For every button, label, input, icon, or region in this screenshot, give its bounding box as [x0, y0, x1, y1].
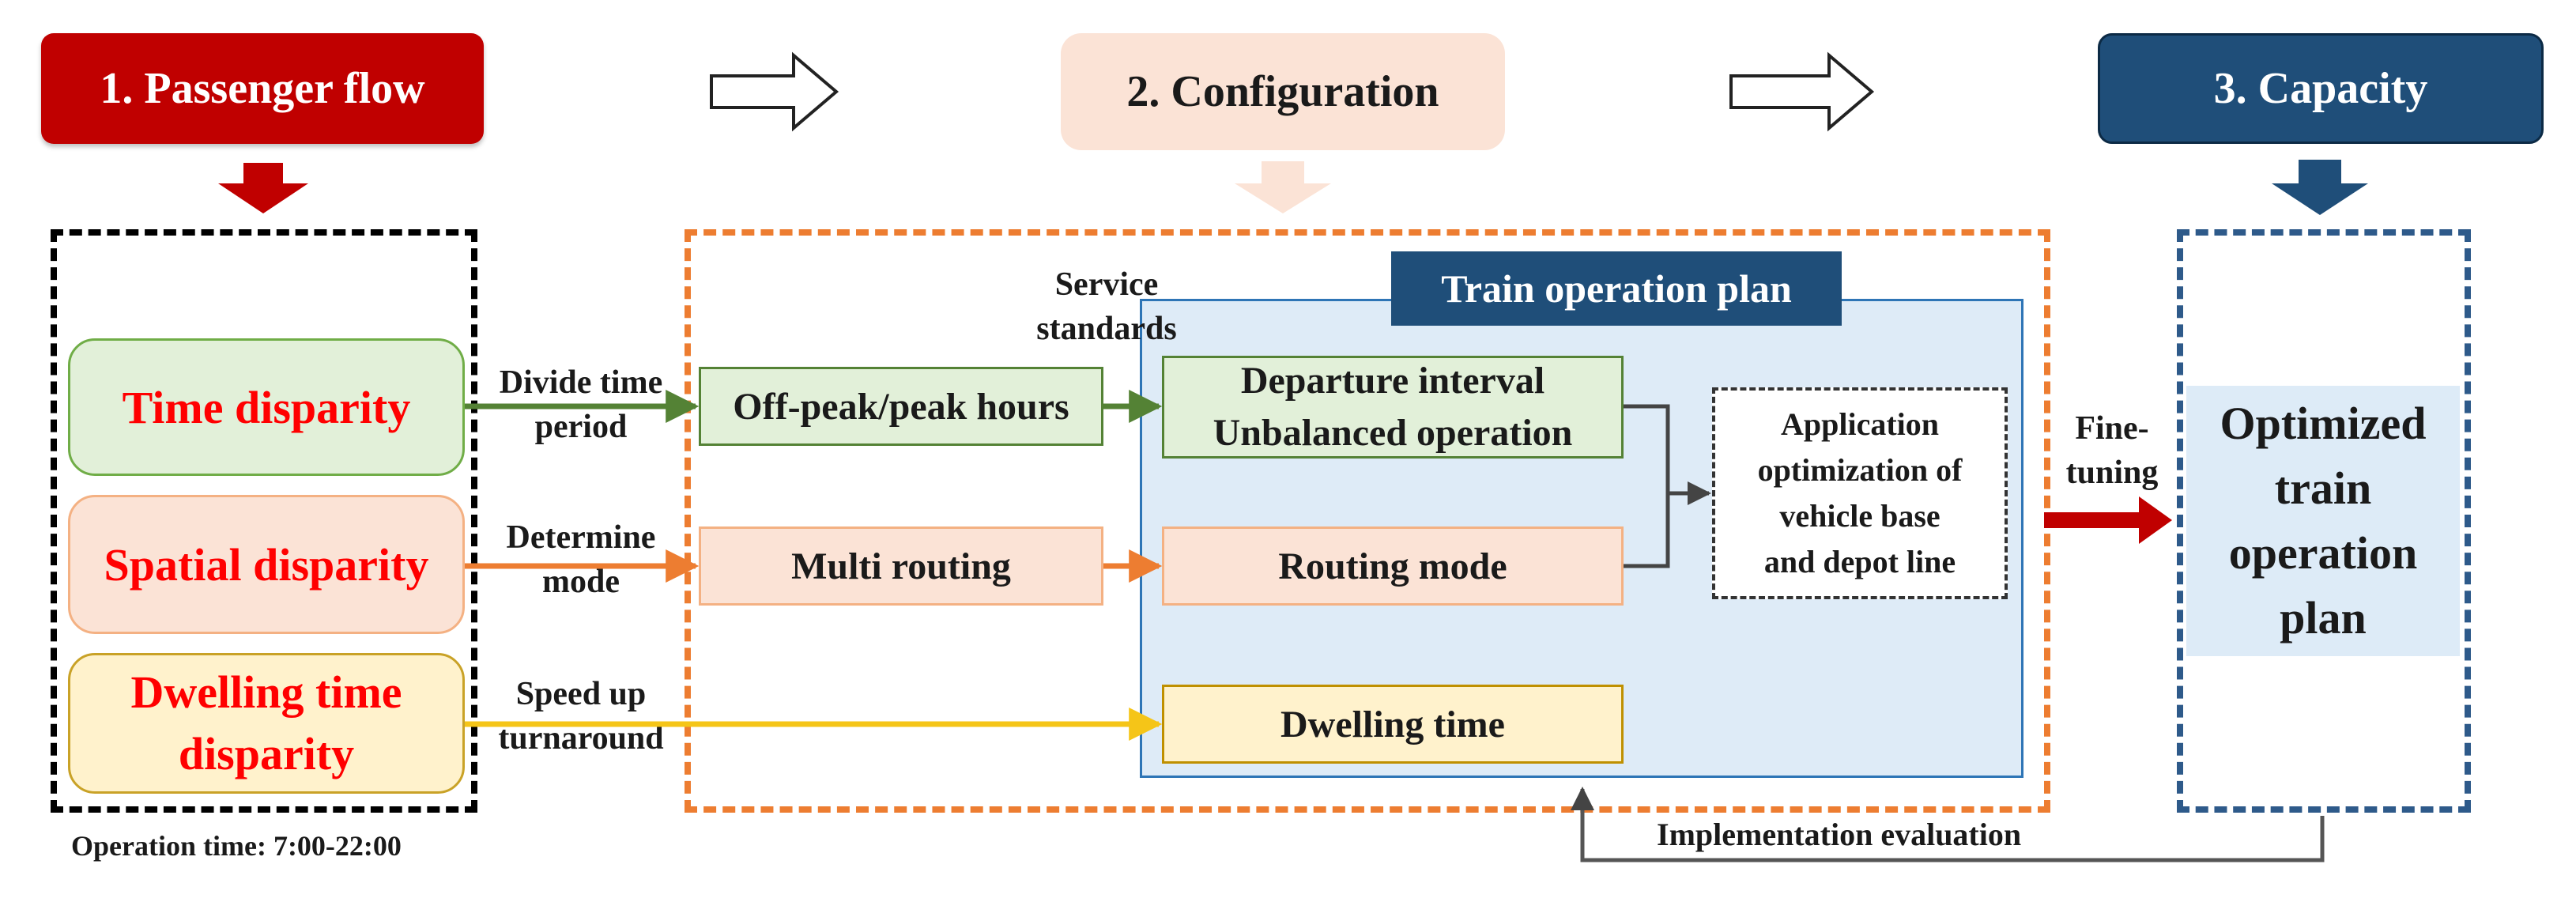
offpeak-peak-hours-box: Off-peak/peak hours — [699, 367, 1103, 446]
app-line4: and depot line — [1763, 544, 1956, 579]
dwelling-disparity-line2: disparity — [178, 728, 355, 779]
optimized-line3: operation — [2228, 527, 2418, 579]
service-standards-label: Service standards — [1004, 262, 1209, 351]
optimized-line1: Optimized — [2220, 398, 2427, 449]
spatial-disparity-label: Spatial disparity — [104, 538, 429, 591]
determine-mode-label: Determine mode — [474, 515, 688, 604]
optimized-line2: train — [2274, 462, 2372, 514]
optimized-line4: plan — [2280, 592, 2367, 643]
optimized-plan-box: Optimized train operation plan — [2186, 386, 2460, 656]
determine-line2: mode — [542, 564, 620, 600]
multi-routing-label: Multi routing — [791, 545, 1011, 587]
service-line1: Service — [1054, 266, 1159, 303]
departure-interval-line: Departure interval — [1240, 360, 1545, 402]
determine-line1: Determine — [506, 519, 656, 556]
dwelling-time-disparity-box: Dwelling time disparity — [68, 653, 465, 794]
departure-interval-box: Departure interval Unbalanced operation — [1162, 356, 1624, 459]
divide-line2: period — [534, 409, 628, 445]
capacity-group — [2177, 229, 2471, 813]
speed-line1: Speed up — [515, 676, 647, 712]
divide-time-period-label: Divide time period — [474, 360, 688, 449]
stage-configuration-label: 2. Configuration — [1126, 67, 1439, 116]
down-arrow-navy — [2272, 160, 2368, 215]
app-line2: optimization of — [1757, 452, 1963, 488]
unbalanced-operation-line: Unbalanced operation — [1213, 412, 1573, 454]
stage-passenger-flow: 1. Passenger flow — [41, 33, 484, 144]
multi-routing-box: Multi routing — [699, 526, 1103, 606]
dwelling-disparity-line1: Dwelling time — [130, 666, 402, 718]
dwelling-time-box: Dwelling time — [1162, 685, 1624, 764]
spatial-disparity-box: Spatial disparity — [68, 495, 465, 634]
divide-line1: Divide time — [499, 364, 663, 401]
app-line3: vehicle base — [1779, 498, 1940, 534]
train-operation-plan-title-text: Train operation plan — [1441, 266, 1792, 311]
stage-passenger-flow-label: 1. Passenger flow — [100, 64, 425, 113]
fine-line1: Fine- — [2075, 410, 2149, 447]
fine-tuning-label: Fine- tuning — [2041, 406, 2183, 495]
merge-routing-line — [1624, 493, 1670, 568]
passenger-flow-group — [51, 229, 477, 813]
offpeak-peak-hours-label: Off-peak/peak hours — [733, 385, 1069, 428]
time-disparity-label: Time disparity — [122, 381, 411, 433]
hollow-arrow-2 — [1729, 51, 1875, 132]
train-operation-plan-title: Train operation plan — [1391, 251, 1842, 326]
down-arrow-red — [218, 163, 308, 213]
merge-departure-line — [1624, 404, 1670, 493]
routing-mode-label: Routing mode — [1278, 545, 1507, 587]
fine-line2: tuning — [2065, 455, 2159, 491]
fine-tuning-arrow — [2044, 496, 2172, 544]
operation-time-label: Operation time: 7:00-22:00 — [71, 830, 402, 862]
stage-configuration: 2. Configuration — [1061, 33, 1505, 150]
time-disparity-box: Time disparity — [68, 338, 465, 476]
hollow-arrow-1 — [710, 51, 839, 132]
down-arrow-peach — [1235, 161, 1331, 213]
dwelling-time-label: Dwelling time — [1280, 703, 1505, 745]
app-line1: Application — [1780, 406, 1940, 442]
routing-mode-box: Routing mode — [1162, 526, 1624, 606]
service-line2: standards — [1036, 311, 1177, 347]
feedback-line — [1571, 787, 2325, 862]
stage-capacity: 3. Capacity — [2098, 33, 2544, 144]
stage-capacity-label: 3. Capacity — [2213, 64, 2428, 113]
application-optimization-box: Application optimization of vehicle base… — [1712, 387, 2008, 599]
implementation-evaluation-label: Implementation evaluation — [1657, 817, 2022, 852]
